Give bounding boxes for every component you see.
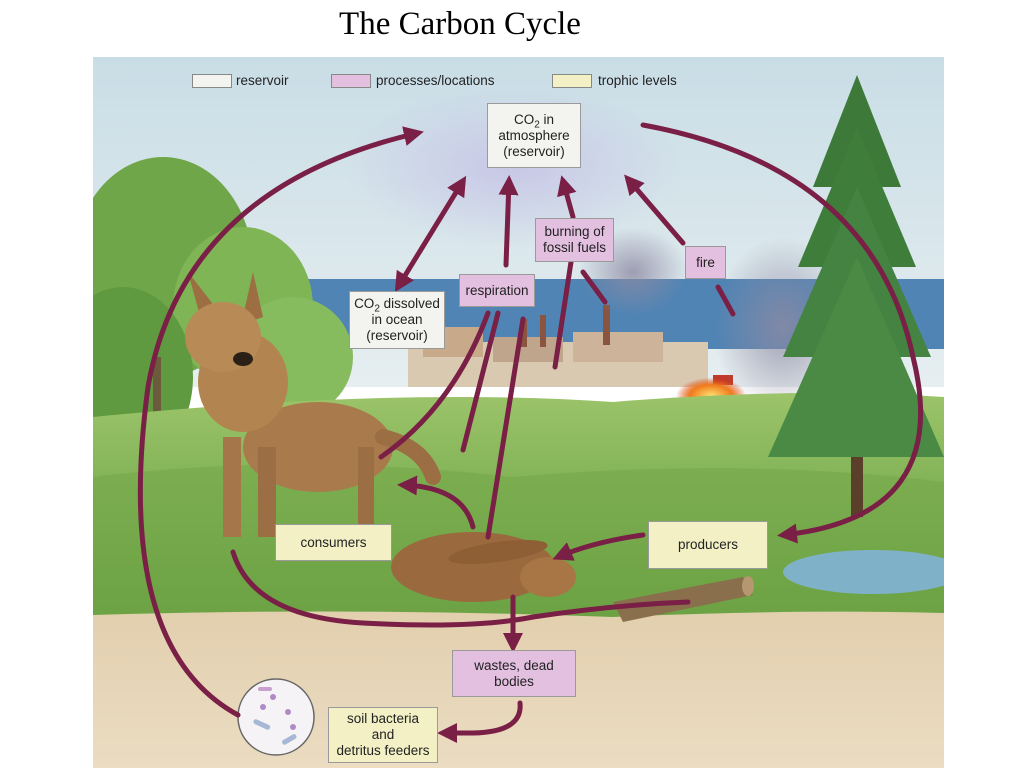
wastes-box: wastes, dead bodies bbox=[452, 650, 576, 697]
respiration-label: respiration bbox=[465, 282, 529, 298]
arrow-respiration-up bbox=[498, 175, 519, 268]
bacteria-illustration bbox=[237, 678, 315, 756]
soil-bacteria-line1: soil bacteria bbox=[346, 711, 420, 726]
fossil-fuels-line2: fossil fuels bbox=[542, 240, 607, 255]
arrow-producers-to-rabbit bbox=[552, 532, 646, 561]
consumers-box: consumers bbox=[275, 524, 392, 561]
arrow-bacteria-to-atmosphere bbox=[137, 126, 424, 718]
co2-ocean-line1: CO2 dissolved bbox=[354, 296, 440, 315]
arrow-rabbit-to-wolf bbox=[397, 475, 476, 530]
legend-swatch-reservoir bbox=[192, 74, 232, 88]
legend-processes-label: processes/locations bbox=[376, 73, 495, 88]
soil-bacteria-line2: and bbox=[371, 727, 395, 742]
arrow-burning-to-fire bbox=[715, 284, 736, 317]
wolf-illustration bbox=[185, 272, 441, 537]
fire-box: fire bbox=[685, 246, 726, 279]
producers-label: producers bbox=[677, 537, 739, 552]
wastes-line2: bodies bbox=[494, 673, 534, 689]
arrow-producers-to-respiration bbox=[485, 316, 526, 540]
co2-ocean-box: CO2 dissolved in ocean (reservoir) bbox=[349, 291, 445, 349]
pond bbox=[783, 550, 944, 594]
legend-swatch-processes bbox=[331, 74, 371, 88]
co2-atmosphere-line1: CO2 in bbox=[513, 111, 555, 131]
slide-title: The Carbon Cycle bbox=[339, 6, 581, 42]
co2-atmosphere-line3: (reservoir) bbox=[503, 143, 565, 159]
co2-atmosphere-line2: atmosphere bbox=[498, 127, 570, 143]
legend-swatch-trophic bbox=[552, 74, 592, 88]
co2-atmosphere-box: CO2 in atmosphere (reservoir) bbox=[487, 103, 581, 168]
legend-trophic-label: trophic levels bbox=[598, 73, 677, 88]
arrow-smoke-to-fossil bbox=[580, 269, 608, 305]
arrow-wolf-to-respiration bbox=[378, 310, 491, 460]
fire-label: fire bbox=[696, 254, 715, 270]
co2-ocean-line2: in ocean bbox=[371, 312, 423, 327]
carbon-cycle-diagram: reservoir processes/locations trophic le… bbox=[93, 57, 944, 768]
respiration-box: respiration bbox=[459, 274, 535, 307]
arrow-fossil-up bbox=[557, 175, 577, 220]
soil-bacteria-line3: detritus feeders bbox=[336, 743, 430, 758]
log bbox=[613, 576, 754, 622]
arrow-organisms-to-wastes bbox=[230, 549, 691, 628]
pine-tree bbox=[768, 75, 944, 517]
co2-ocean-line3: (reservoir) bbox=[366, 328, 428, 343]
wastes-line1: wastes, dead bbox=[474, 657, 554, 673]
fossil-fuels-box: burning of fossil fuels bbox=[535, 218, 614, 262]
soil-bacteria-box: soil bacteria and detritus feeders bbox=[328, 707, 438, 763]
cycle-arrows bbox=[137, 122, 923, 743]
arrow-atmosphere-to-producers bbox=[640, 122, 923, 544]
legend-reservoir-label: reservoir bbox=[236, 73, 289, 88]
arrow-atmosphere-ocean bbox=[394, 175, 467, 293]
fossil-fuels-line1: burning of bbox=[544, 224, 605, 239]
arrow-rabbit-to-respiration bbox=[460, 310, 501, 453]
producers-box: producers bbox=[648, 521, 768, 569]
arrow-factory-to-fossil bbox=[552, 259, 574, 370]
arrow-fire-up bbox=[624, 174, 686, 246]
consumers-label: consumers bbox=[300, 534, 367, 550]
arrow-wastes-to-soil bbox=[437, 700, 523, 743]
rabbit-illustration bbox=[391, 532, 576, 602]
